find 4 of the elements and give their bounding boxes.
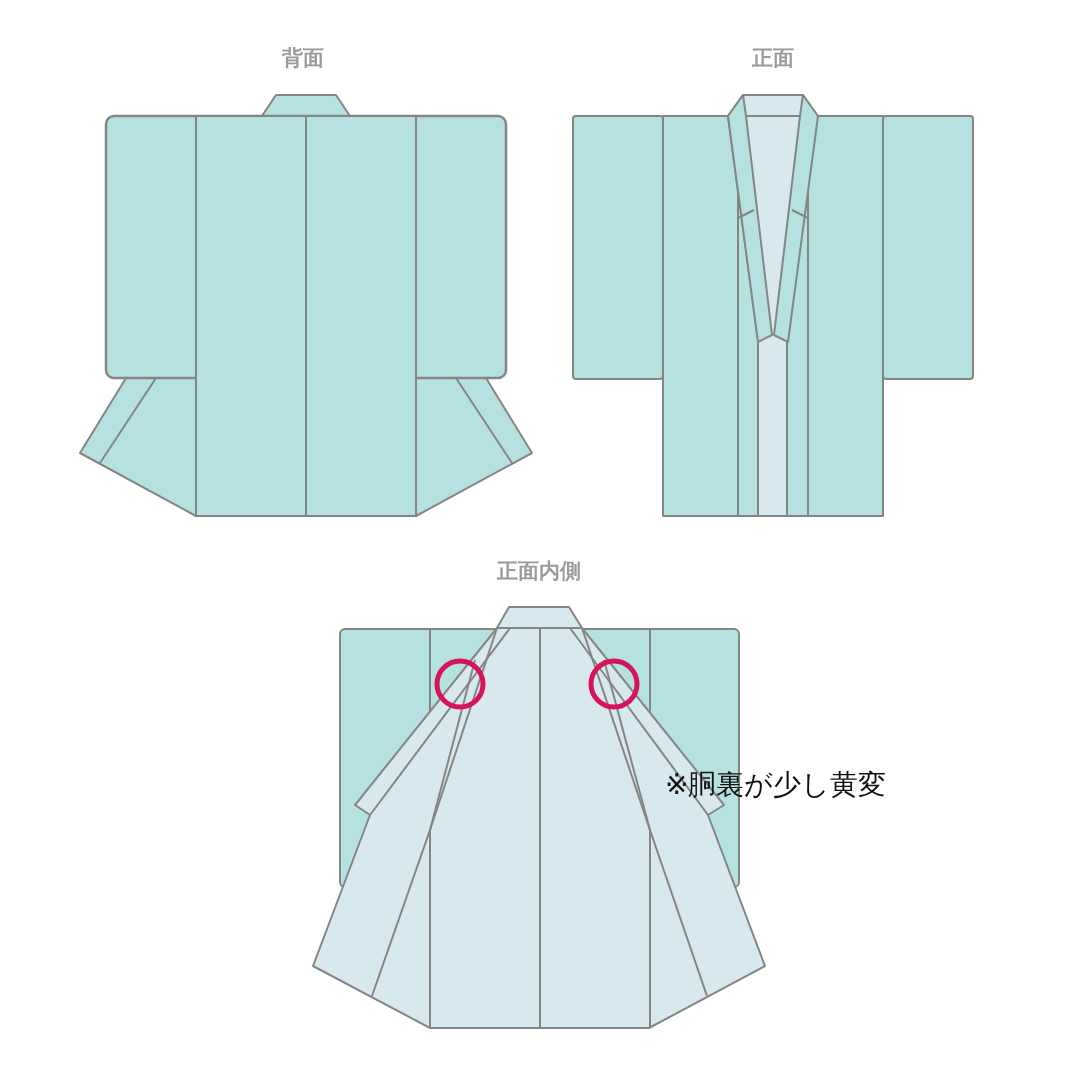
view-heading: 正面内側 — [497, 558, 581, 585]
view-heading: 背面 — [282, 45, 324, 72]
note-text: ※胴裏が少し黄変 — [665, 767, 887, 803]
view-heading: 正面 — [752, 45, 794, 72]
